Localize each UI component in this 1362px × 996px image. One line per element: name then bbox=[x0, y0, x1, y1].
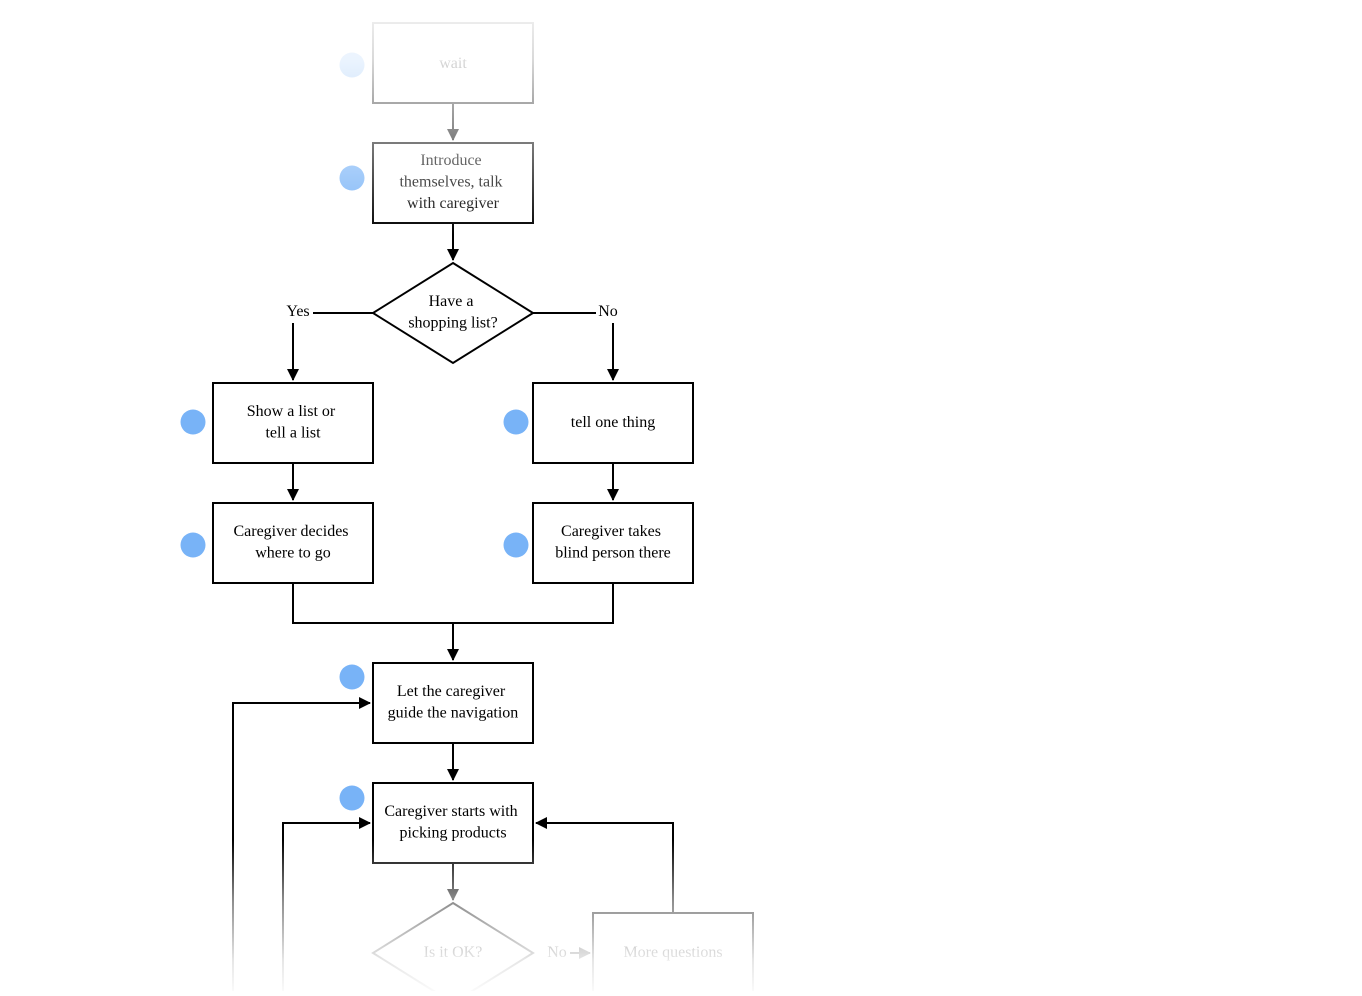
step-marker-starts-picking[interactable] bbox=[339, 785, 365, 811]
node-caregiver-takes-box bbox=[532, 502, 694, 584]
edge-label-no-ok: No bbox=[547, 944, 567, 961]
node-caregiver-decides-label: Caregiver decides where to go bbox=[233, 523, 352, 562]
node-let-guide-label: Let the caregiver guide the navigation bbox=[388, 683, 519, 722]
step-marker-show-list[interactable] bbox=[180, 409, 206, 435]
edge-loop-inner bbox=[282, 817, 371, 991]
node-wait-label: wait bbox=[439, 55, 467, 72]
step-marker-introduce[interactable] bbox=[339, 165, 365, 191]
node-tell-one-box bbox=[532, 382, 694, 464]
edge-more-questions-back bbox=[535, 817, 674, 913]
node-show-list-label: Show a list or tell a list bbox=[247, 403, 339, 442]
node-tell-one-label: tell one thing bbox=[571, 414, 655, 431]
step-marker-caregiver-takes[interactable] bbox=[503, 532, 529, 558]
node-shopping-list-diamond bbox=[371, 261, 535, 365]
node-starts-picking-label: Caregiver starts with picking products bbox=[384, 803, 521, 842]
step-marker-wait[interactable] bbox=[339, 52, 365, 78]
node-is-ok-label: Is it OK? bbox=[424, 944, 483, 961]
edge-label-yes: Yes bbox=[286, 303, 309, 320]
node-starts-picking-box bbox=[372, 782, 534, 864]
node-let-guide-box bbox=[372, 662, 534, 744]
node-more-questions-label: More questions bbox=[623, 944, 722, 961]
node-caregiver-decides-box bbox=[212, 502, 374, 584]
step-marker-tell-one[interactable] bbox=[503, 409, 529, 435]
edge-merge bbox=[292, 583, 614, 624]
node-show-list-box bbox=[212, 382, 374, 464]
node-shopping-list-label: Have a shopping list? bbox=[408, 293, 497, 332]
edge-label-no: No bbox=[598, 303, 618, 320]
step-marker-caregiver-decides[interactable] bbox=[180, 532, 206, 558]
node-caregiver-takes-label: Caregiver takes blind person there bbox=[555, 523, 671, 562]
step-marker-let-guide[interactable] bbox=[339, 664, 365, 690]
edge-loop-outer bbox=[232, 697, 371, 991]
